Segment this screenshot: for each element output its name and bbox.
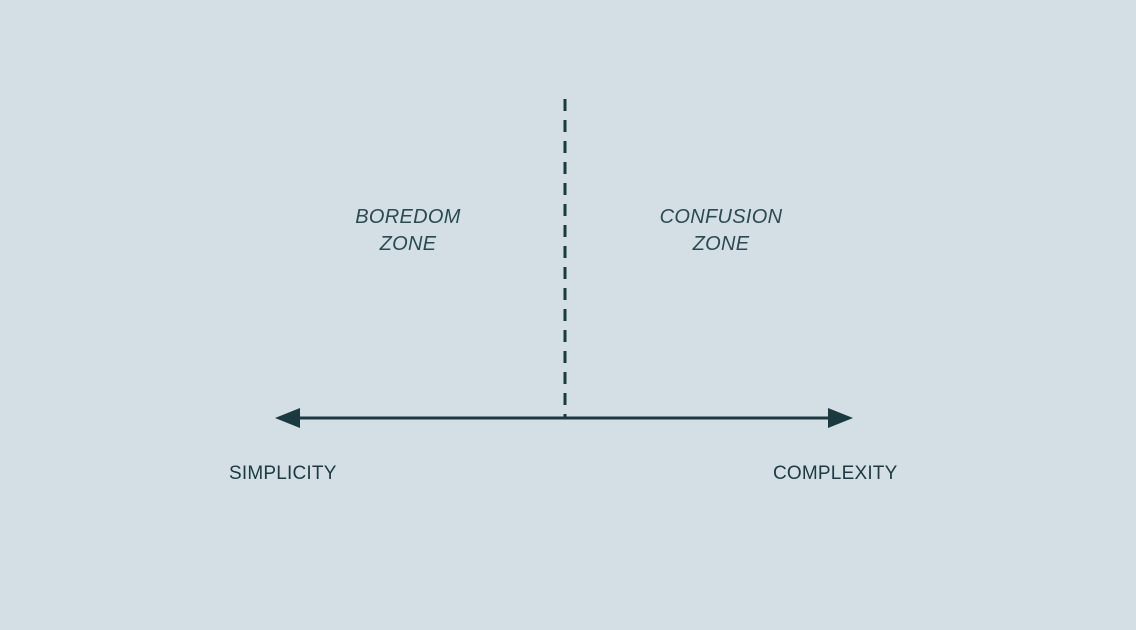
boredom-zone-label: BOREDOM ZONE — [308, 204, 508, 258]
confusion-zone-line1: CONFUSION — [659, 206, 783, 228]
right-arrowhead-icon — [828, 408, 853, 428]
simplicity-label: SIMPLICITY — [229, 463, 337, 484]
boredom-zone-line2: ZONE — [379, 233, 437, 255]
confusion-zone-label: CONFUSION ZONE — [621, 204, 821, 258]
complexity-label: COMPLEXITY — [773, 463, 898, 484]
boredom-zone-line1: BOREDOM — [355, 206, 461, 228]
left-arrowhead-icon — [275, 408, 300, 428]
confusion-zone-line2: ZONE — [692, 233, 750, 255]
